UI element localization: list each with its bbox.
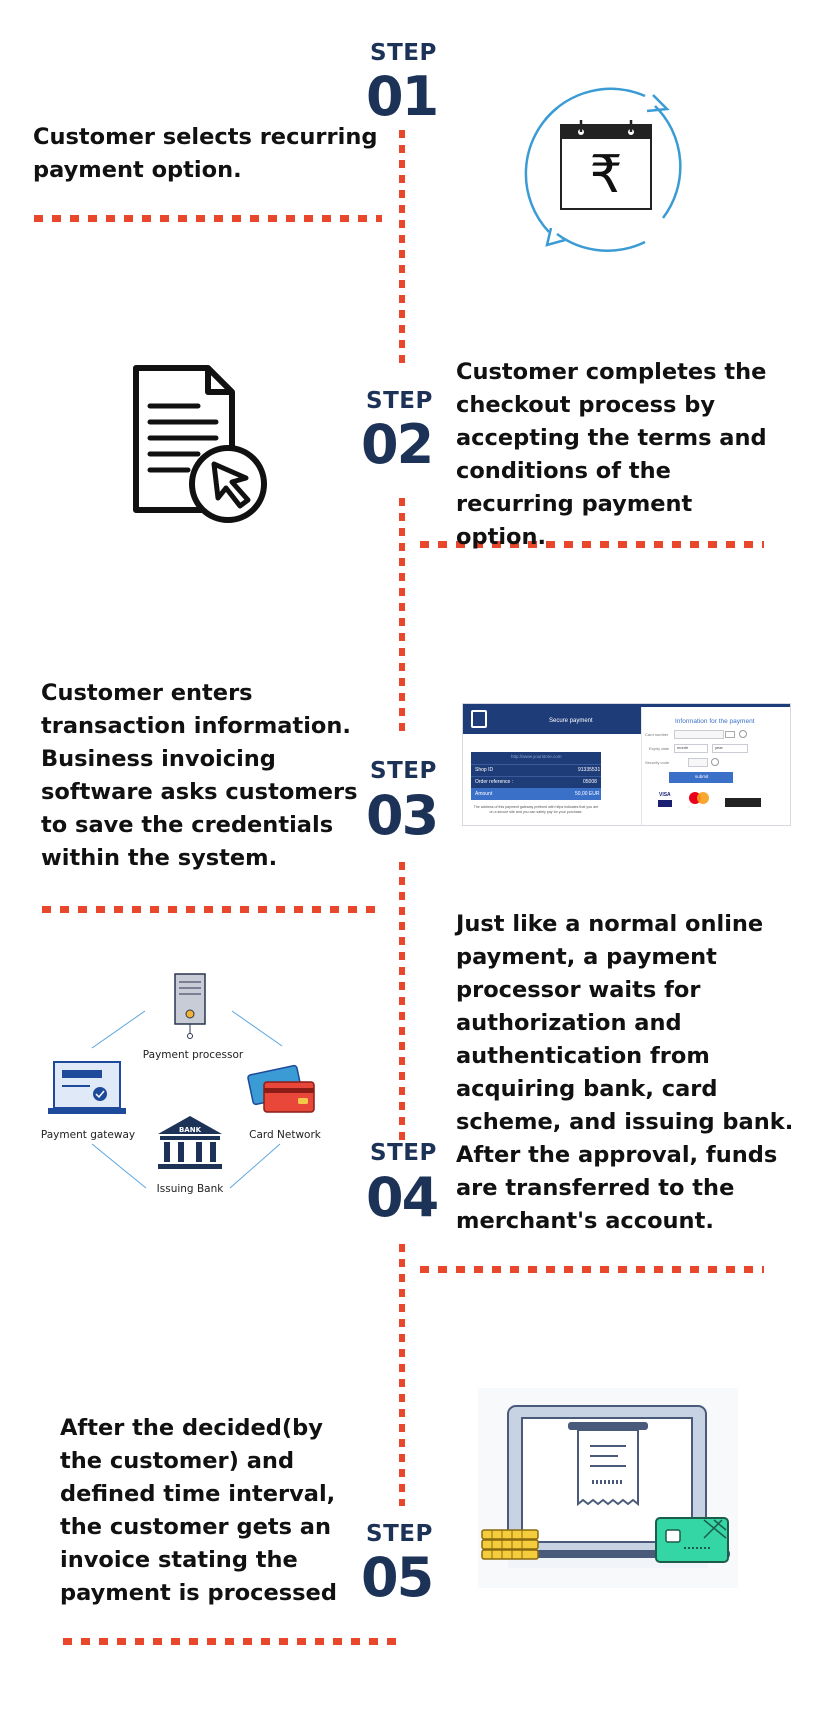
url-bar xyxy=(471,752,601,764)
secure-title: Secure payment xyxy=(549,718,593,724)
step-3-number: 03 xyxy=(366,784,439,847)
submit-label: submit xyxy=(695,774,709,779)
payment-network-diagram: Payment processor Payment gateway Card N… xyxy=(41,973,322,1195)
step-4-number: 04 xyxy=(366,1166,439,1229)
visa-badge xyxy=(658,800,672,807)
divider-step-5 xyxy=(63,1638,403,1645)
amount-label: Amount xyxy=(475,791,493,797)
step-5-text: After the decided(by the customer) and d… xyxy=(60,1415,337,1606)
info-title: Information for the payment xyxy=(675,718,755,725)
step-1-label: STEP xyxy=(370,40,437,66)
document-click-icon xyxy=(133,365,267,523)
secure-header xyxy=(463,704,641,734)
divider-step-4 xyxy=(420,1266,764,1273)
recurring-calendar-icon: ₹ xyxy=(524,87,682,252)
bank-sign: BANK xyxy=(179,1126,202,1134)
divider-step-2 xyxy=(420,541,764,548)
step-1-text: Customer selects recurring payment optio… xyxy=(33,124,378,183)
laptop-icon xyxy=(48,1061,126,1114)
timeline-segment-1 xyxy=(399,130,405,370)
amount-row xyxy=(471,788,601,800)
divider-step-3 xyxy=(42,906,384,913)
timeline-segment-4 xyxy=(399,1244,405,1506)
bank-icon: BANK xyxy=(158,1116,222,1169)
payment-processor-label: Payment processor xyxy=(143,1049,244,1061)
security-label: Security code xyxy=(645,760,670,765)
credit-cards-icon xyxy=(247,1064,315,1113)
step-3-text: Customer enters transaction information.… xyxy=(41,680,358,871)
payment-form-screenshot: Secure payment http://www.yourstore.com … xyxy=(462,703,791,826)
order-value: 05008 xyxy=(583,779,597,785)
help-icon[interactable] xyxy=(739,730,747,738)
step-2-label: STEP xyxy=(366,388,433,414)
amount-value: 50,00 EUR xyxy=(575,791,600,797)
expiry-label: Expiry date xyxy=(649,746,670,751)
visa-logo: VISA xyxy=(659,792,671,798)
security-help-icon[interactable] xyxy=(711,758,719,766)
step-2-number: 02 xyxy=(361,413,434,476)
step-2-text: Customer completes the checkout process … xyxy=(456,359,767,550)
rupee-symbol: ₹ xyxy=(589,145,622,205)
step-4-label: STEP xyxy=(370,1140,437,1166)
step-1-number: 01 xyxy=(366,65,439,128)
card-number-label: Card number xyxy=(645,732,669,737)
lock-icon xyxy=(471,710,487,728)
coins-icon xyxy=(481,1529,539,1560)
step-4-text: Just like a normal online payment, a pay… xyxy=(456,911,794,1234)
timeline-segment-3 xyxy=(399,862,405,1140)
submit-button[interactable] xyxy=(669,772,733,783)
order-label: Order reference : xyxy=(475,779,514,785)
step-5-number: 05 xyxy=(361,1546,434,1609)
month-select[interactable]: month xyxy=(674,744,708,753)
url-text: http://www.yourstore.com xyxy=(511,754,562,759)
year-select-value: year xyxy=(715,745,723,750)
card-network-label: Card Network xyxy=(249,1129,322,1141)
footer-note: The address of this payment gateway pref… xyxy=(473,805,599,814)
card-icon xyxy=(655,1517,729,1563)
step-5-label: STEP xyxy=(366,1521,433,1547)
order-row xyxy=(471,776,601,789)
shop-id-value: 91335531 xyxy=(578,767,601,773)
info-panel-header-bar xyxy=(641,704,790,707)
payment-gateway-label: Payment gateway xyxy=(41,1129,135,1141)
year-select[interactable]: year xyxy=(712,744,748,753)
shop-id-row xyxy=(471,764,601,777)
mastercard-logo xyxy=(689,792,711,806)
security-seal xyxy=(725,798,761,807)
invoice-laptop-icon xyxy=(478,1388,738,1588)
shop-id-label: Shop ID xyxy=(475,767,494,773)
divider-step-1 xyxy=(34,215,382,222)
timeline-segment-2 xyxy=(399,498,405,738)
card-brand-icon xyxy=(725,731,735,738)
step-3-label: STEP xyxy=(370,758,437,784)
security-input[interactable] xyxy=(688,758,708,767)
month-select-value: month xyxy=(677,745,689,750)
issuing-bank-label: Issuing Bank xyxy=(157,1183,225,1195)
server-icon xyxy=(174,973,206,1039)
card-number-input[interactable] xyxy=(674,730,724,739)
